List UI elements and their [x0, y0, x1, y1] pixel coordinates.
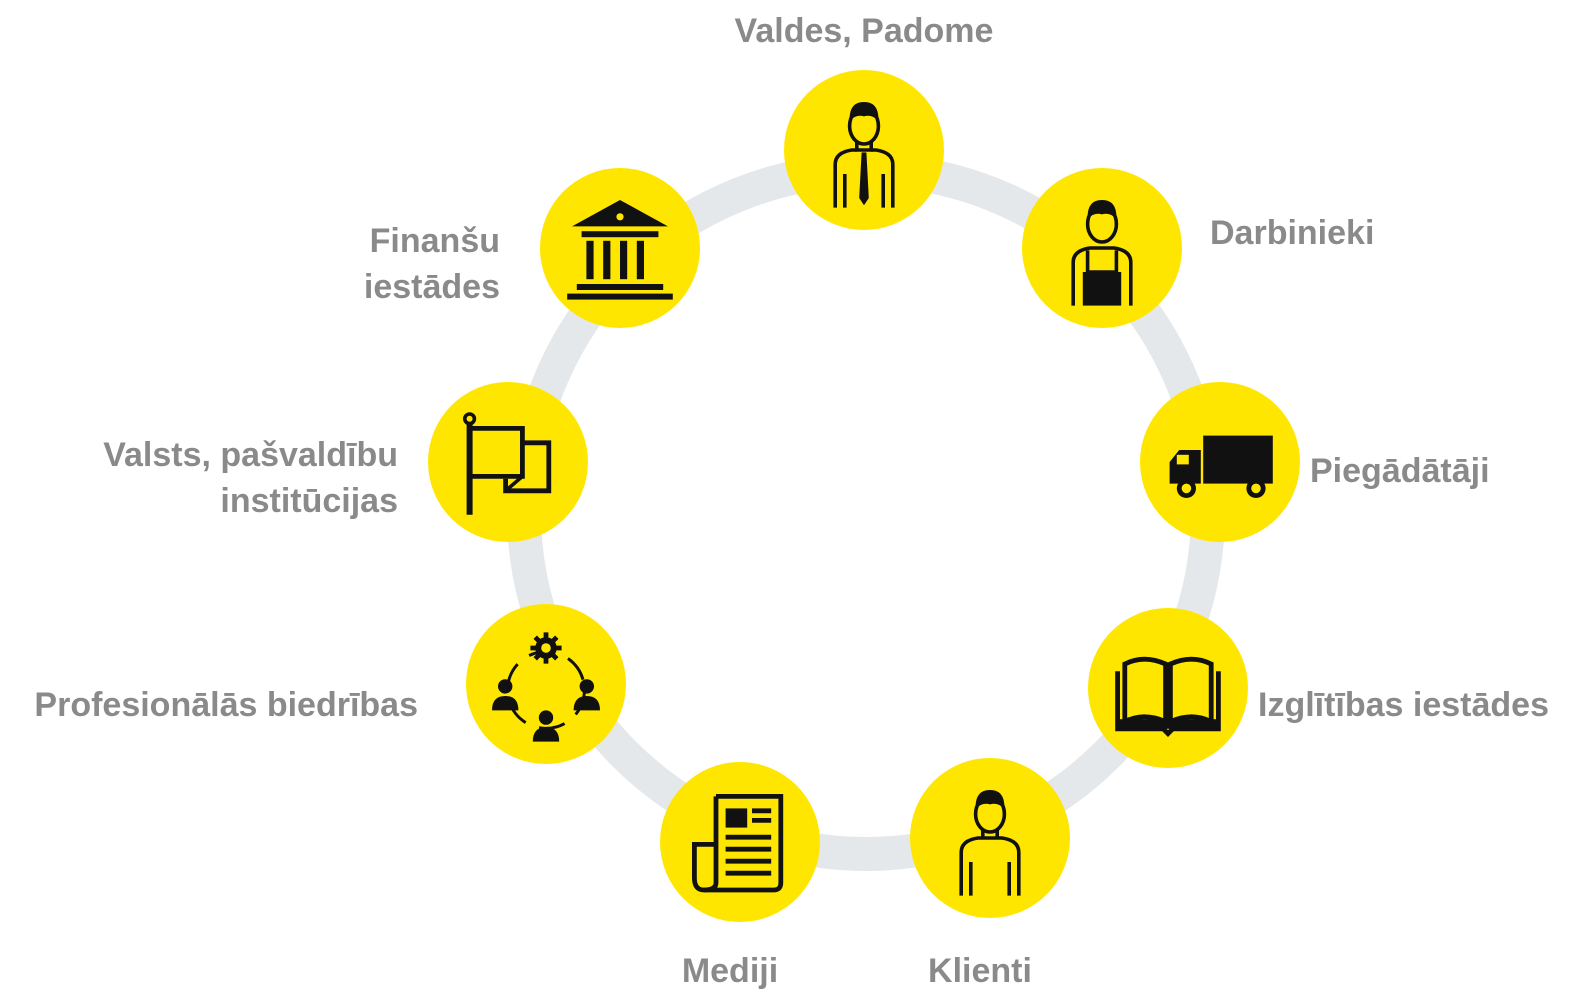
stakeholder-node-suppliers	[1140, 382, 1300, 542]
stakeholder-node-associations	[466, 604, 626, 764]
label-line: Profesionālās biedrības	[34, 686, 418, 724]
label-line: Valsts, pašvaldību	[103, 436, 398, 474]
label-line: Finanšu	[369, 222, 500, 260]
bank-building-icon	[567, 200, 673, 300]
label-finance: Finanšu iestādes	[290, 218, 500, 310]
label-government: Valsts, pašvaldību institūcijas	[40, 432, 398, 524]
worker-overalls-icon	[1071, 200, 1133, 306]
label-line: iestādes	[363, 268, 500, 306]
label-suppliers: Piegādātāji	[1310, 448, 1490, 494]
team-network-gear-icon	[492, 632, 600, 742]
label-line: Darbinieki	[1210, 214, 1375, 252]
label-media: Mediji	[630, 948, 830, 994]
truck-icon	[1169, 435, 1273, 498]
label-education: Izglītības iestādes	[1258, 682, 1549, 728]
label-boards: Valdes, Padome	[712, 8, 1016, 54]
label-employees: Darbinieki	[1210, 210, 1374, 256]
label-line: Izglītības iestādes	[1258, 686, 1549, 724]
open-book-icon	[1115, 656, 1221, 737]
label-line: Valdes, Padome	[734, 12, 994, 50]
label-line: Klienti	[928, 952, 1032, 990]
stakeholder-node-government	[428, 382, 588, 542]
label-associations: Profesionālās biedrības	[0, 682, 418, 728]
stakeholder-node-education	[1088, 608, 1248, 768]
stakeholder-node-finance	[540, 168, 700, 328]
stakeholder-node-employees	[1022, 168, 1182, 328]
label-clients: Klienti	[880, 948, 1080, 994]
person-icon	[959, 790, 1021, 896]
stakeholder-node-boards	[784, 70, 944, 230]
flag-icon	[463, 412, 552, 515]
label-line: Mediji	[681, 952, 779, 990]
stakeholder-node-media	[660, 762, 820, 922]
stakeholder-node-clients	[910, 758, 1070, 918]
newspaper-icon	[692, 794, 784, 893]
label-line: institūcijas	[220, 482, 398, 520]
label-line: Piegādātāji	[1310, 452, 1490, 490]
businessman-tie-icon	[833, 102, 895, 208]
